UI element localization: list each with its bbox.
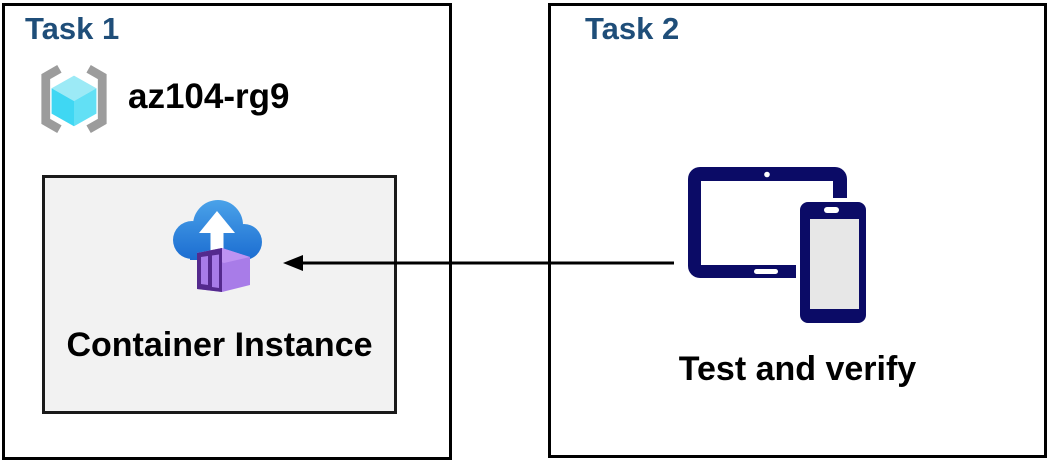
test-verify-label: Test and verify [678,350,917,388]
task1-title: Task 1 [25,11,120,46]
container-instance-icon [172,196,264,296]
arrow-left-icon [283,255,674,271]
container-instance-box: Container Instance [42,175,397,414]
resource-group-icon [33,62,115,136]
tablet-phone-icon [688,167,870,327]
container-instance-label: Container Instance [66,326,373,364]
task1-box: Task 1 az104-rg9 [2,3,452,460]
resource-group-name: az104-rg9 [128,77,290,116]
task2-title: Task 2 [585,11,680,46]
task2-box: Task 2 Test and verify [548,3,1047,458]
